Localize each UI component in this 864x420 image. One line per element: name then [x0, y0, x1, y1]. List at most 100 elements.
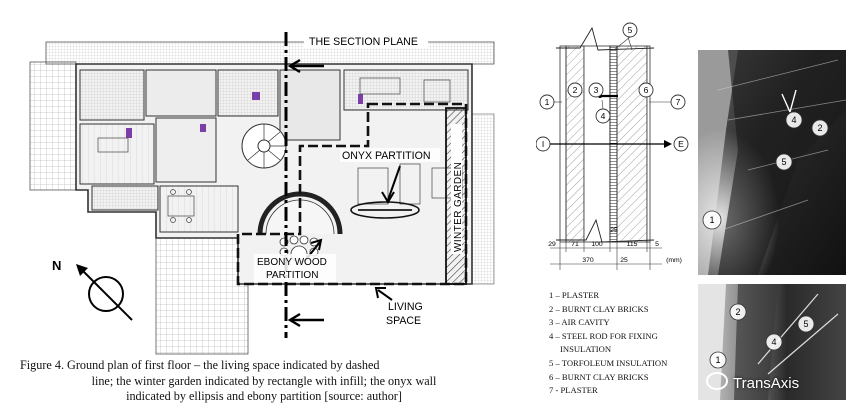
photo1-label-1: 1 [709, 215, 714, 225]
plan-room [79, 69, 145, 121]
legend-item: 5 – TORFOLEUM INSULATION [549, 357, 668, 368]
layer-callout [567, 82, 583, 98]
watermark-logo-icon [706, 372, 728, 390]
ebony-label-line1: EBONY WOOD [257, 257, 327, 268]
photo2-label-1: 1 [715, 355, 720, 365]
exterior-label: E [678, 139, 684, 149]
plan-room [155, 117, 217, 183]
legend-item: 2 – BURNT CLAY BRICKS [549, 303, 649, 314]
dim-71: 71 [571, 241, 579, 248]
section-plane-label: THE SECTION PLANE [309, 36, 418, 48]
break-line-bottom [556, 218, 655, 243]
plan-room [79, 123, 155, 185]
dim-29: 29 [548, 241, 556, 248]
ebony-label-line2: PARTITION [266, 270, 318, 281]
watermark: TransAxis [706, 372, 799, 392]
photo2-callout [729, 303, 747, 321]
layer-callout [588, 82, 604, 98]
legend-item: 3 – AIR CAVITY [549, 317, 610, 328]
interior-callout [536, 136, 551, 152]
photo2-callout [709, 351, 727, 369]
caption-line-1: Figure 4. Ground plan of first floor – t… [20, 358, 380, 372]
photo2-label-2: 2 [735, 307, 740, 317]
callout-6: 6 [644, 85, 649, 95]
living-space-label-line2: SPACE [386, 315, 421, 327]
photo1-label-4: 4 [791, 115, 796, 125]
dim-100: 100 [591, 241, 603, 248]
dim-115: 115 [627, 241, 638, 248]
caption-line-2: line; the winter garden indicated by rec… [91, 373, 437, 388]
plan-fixture [252, 92, 260, 100]
figure-caption: Figure 4. Ground plan of first floor – t… [20, 358, 508, 405]
section-legend: 1 – PLASTER 2 – BURNT CLAY BRICKS 3 – AI… [549, 289, 699, 398]
winter-garden-label: WINTER GARDEN [453, 162, 464, 252]
wall-section-diagram: 1 2 3 4 5 6 7 I E 29 71 100 25 115 5 370… [536, 22, 689, 270]
photo2-callout [765, 333, 783, 351]
dim-25-lower: 25 [620, 257, 628, 264]
heat-flow-arrowhead [664, 140, 672, 148]
photo1-label-5: 5 [781, 157, 786, 167]
section-arrow-bottom [287, 312, 324, 328]
wall-photo-top: 4 2 5 1 [698, 50, 846, 275]
onyx-partition-ellipse [350, 201, 420, 219]
callout-5: 5 [628, 25, 633, 35]
wall-photo-bottom: 2 4 5 1 [698, 284, 846, 400]
photo2-callout [797, 315, 815, 333]
photo1-callout [775, 153, 793, 171]
onyx-label-bg [340, 148, 440, 162]
plan-right-terrace [471, 113, 495, 285]
callout-1: 1 [545, 97, 550, 107]
ebony-label-bg [254, 254, 336, 282]
callout-3: 3 [594, 85, 599, 95]
onyx-pointer-arrowhead [381, 191, 395, 204]
watermark-text: TransAxis [733, 375, 800, 392]
legend-item: 1 – PLASTER [549, 290, 600, 300]
photo1-arrows [781, 89, 797, 113]
living-pointer-arrowhead [374, 287, 386, 299]
legend-item: 4 – STEEL ROD FOR FIXING [549, 330, 658, 341]
plan-fixture [200, 124, 206, 132]
photo2-label-5: 5 [803, 319, 808, 329]
legend-item: 6 – BURNT CLAY BRICKS [549, 371, 649, 382]
section-arrow-top [287, 58, 324, 74]
exterior-callout [673, 136, 689, 152]
dim-total: 370 [582, 257, 594, 264]
plan-bottom-terrace [155, 233, 249, 355]
plan-room [217, 69, 279, 117]
onyx-pointer-arrow [387, 165, 401, 201]
plan-room [279, 69, 341, 141]
north-label: N [52, 258, 61, 273]
legend-item: 7 - PLASTER [549, 385, 598, 396]
section-label-bg [304, 34, 428, 48]
winter-garden-label-bg [451, 124, 462, 254]
plan-room [145, 69, 217, 117]
photo2-plaster [698, 284, 726, 400]
ebony-pointer-arrowhead [310, 238, 323, 251]
plan-staircase [241, 123, 287, 169]
plan-fixture [358, 94, 363, 104]
plan-terrace-left [29, 61, 77, 191]
layer-callout [638, 82, 654, 98]
callout-4: 4 [601, 111, 606, 121]
photo2-label-4: 4 [771, 337, 776, 347]
photo1-callout [785, 111, 803, 129]
onyx-partition-label: ONYX PARTITION [342, 150, 431, 162]
living-space-label-line1: LIVING [388, 301, 423, 313]
photo2-rods [757, 293, 839, 375]
plan-room [91, 185, 159, 211]
dim-unit: (mm) [666, 257, 682, 264]
photo1-callout [811, 119, 829, 137]
callout-2: 2 [573, 85, 578, 95]
floor-plan: THE SECTION PLANE ONYX PARTITION WINTER … [29, 32, 495, 355]
dim-25: 25 [610, 227, 618, 234]
living-pointer-arrow [377, 289, 393, 301]
caption-line-3: indicated by ellipsis and ebony partitio… [126, 389, 402, 403]
photo1-label-2: 2 [817, 123, 822, 133]
plan-room [159, 185, 239, 233]
callout-7: 7 [676, 97, 681, 107]
interior-label: I [542, 139, 544, 149]
break-line-top [556, 26, 655, 51]
dim-5: 5 [655, 241, 659, 248]
north-arrow: N [52, 258, 133, 321]
plan-fixture [126, 128, 132, 138]
